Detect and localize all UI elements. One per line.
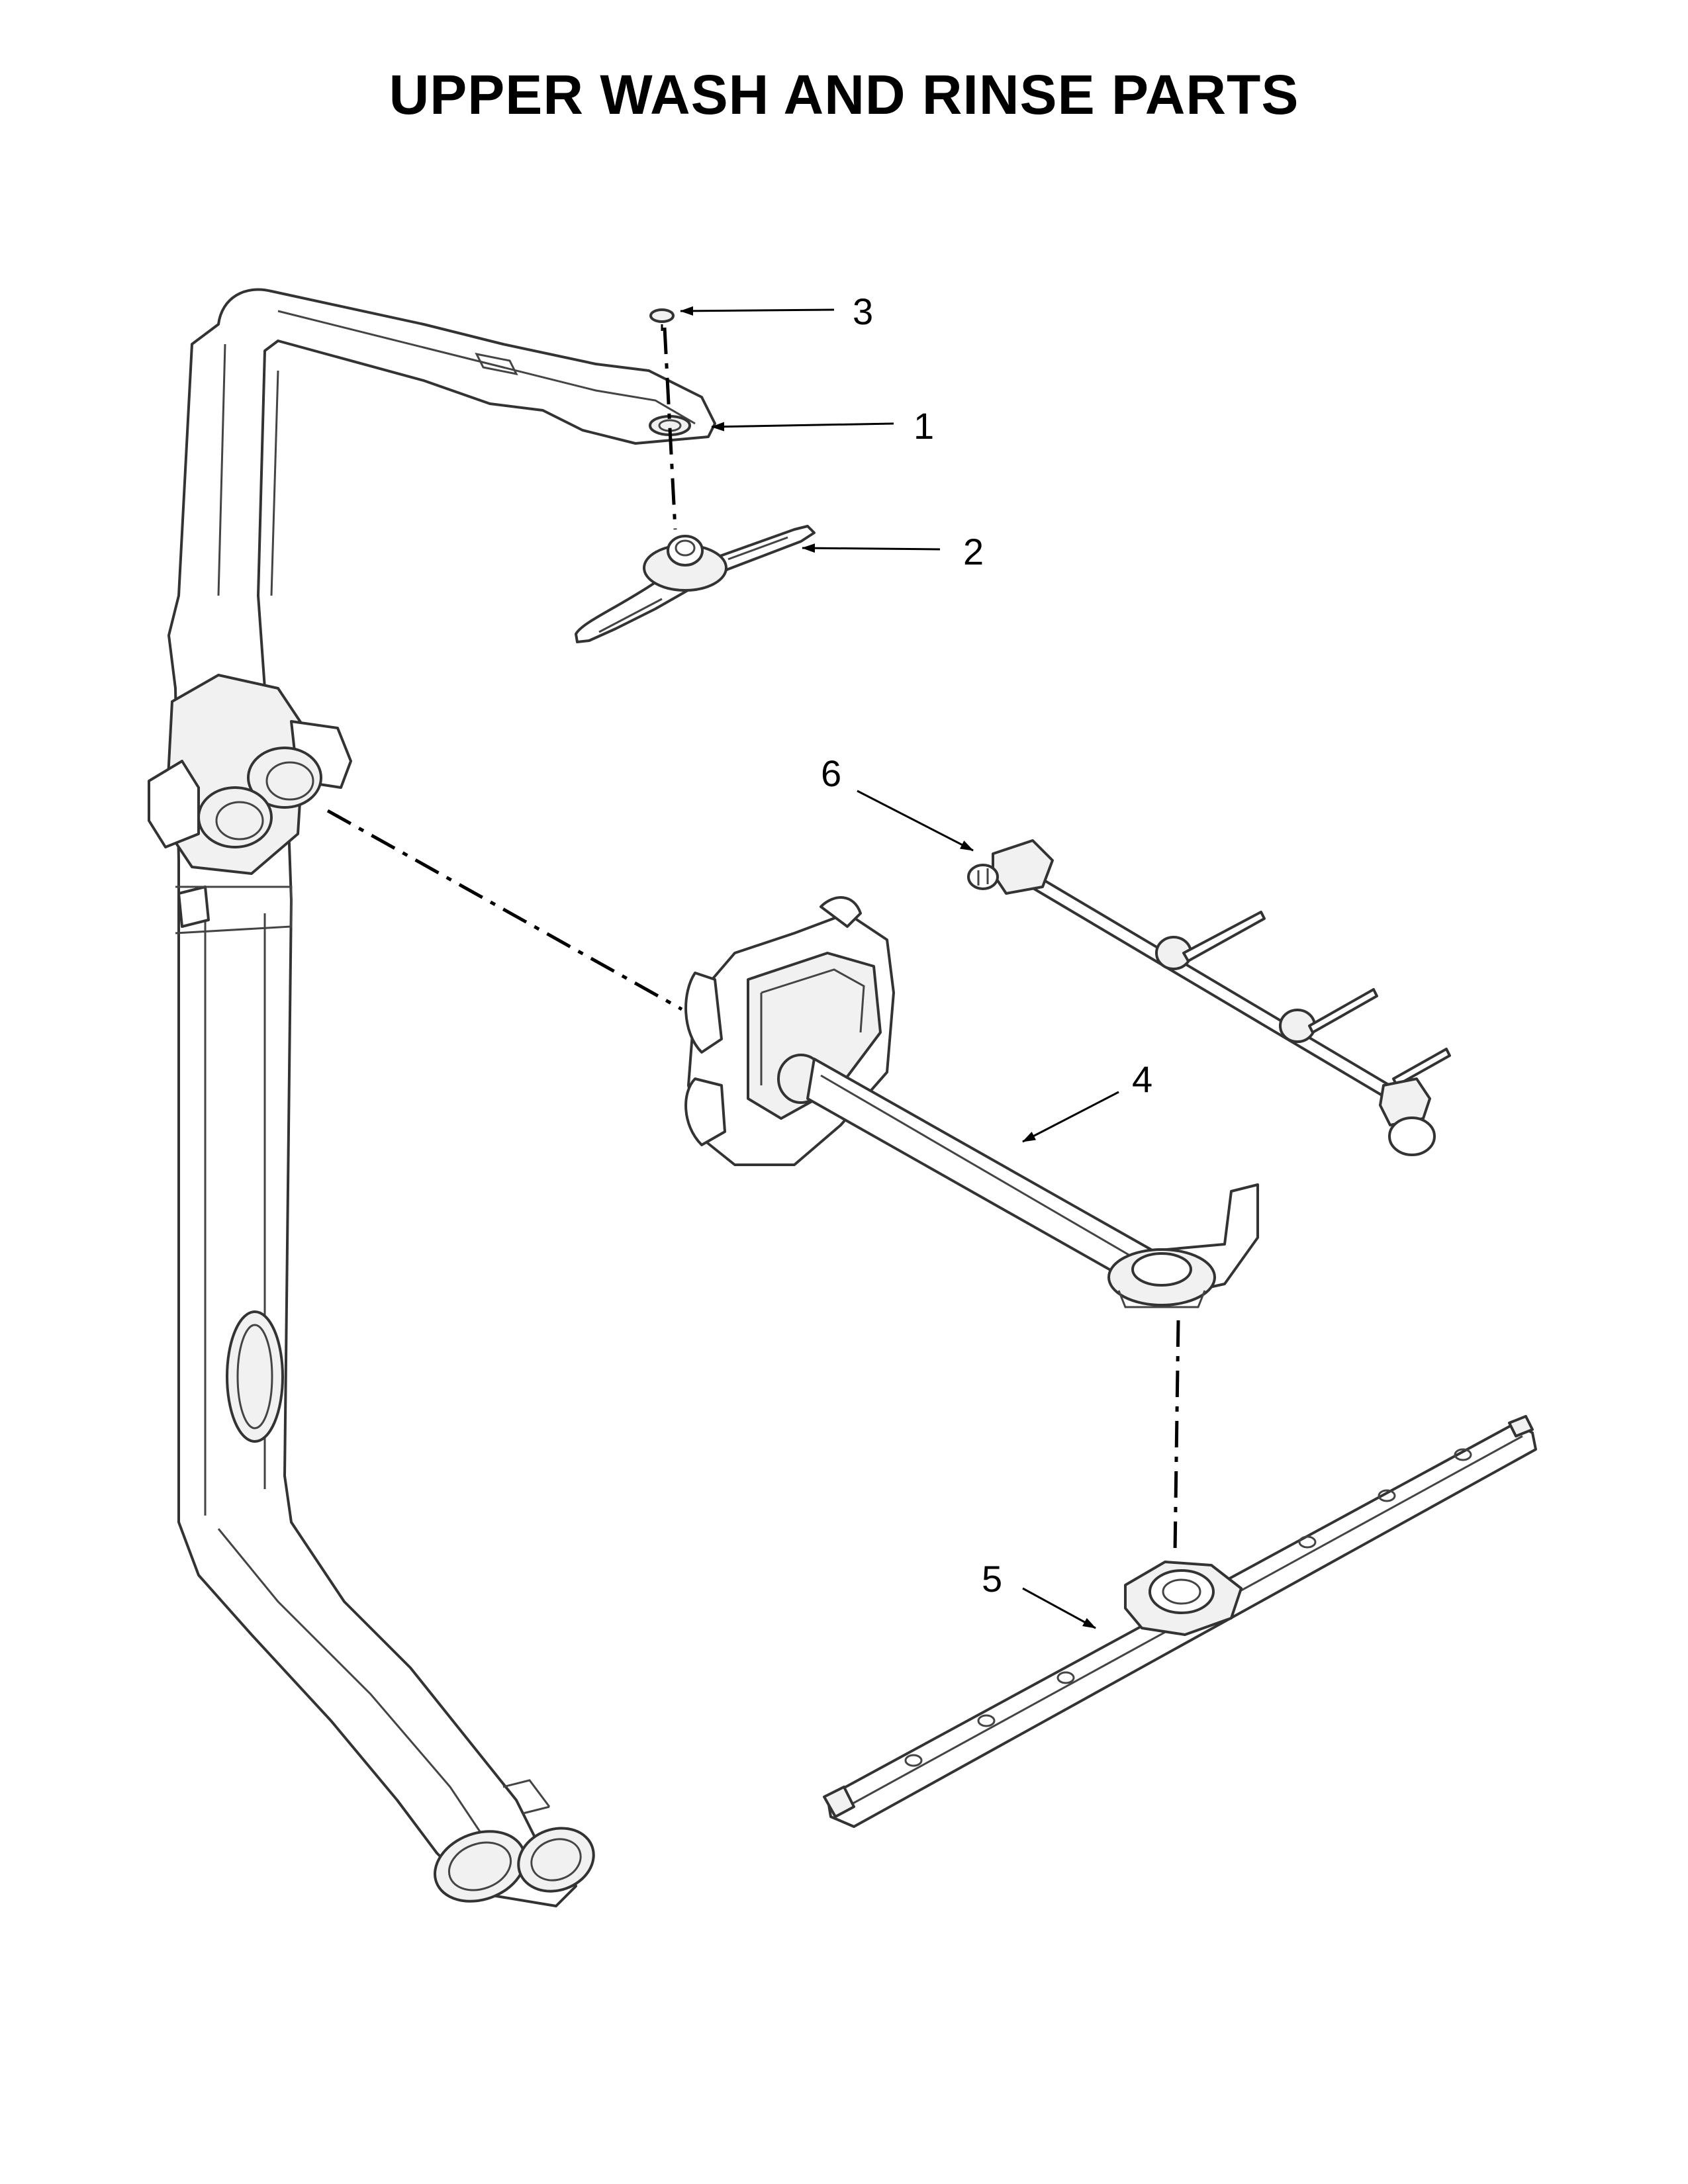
leader-6 (857, 790, 974, 852)
part-3-cap (649, 308, 675, 331)
callout-4: 4 (1132, 1058, 1152, 1100)
callout-6: 6 (821, 752, 841, 794)
leader-3 (680, 306, 835, 316)
callout-3: 3 (853, 291, 873, 332)
part-5-lower-spray-arm (823, 1415, 1537, 1828)
part-4-conduit-manifold (684, 896, 1259, 1308)
axis-line-lower (1173, 1320, 1180, 1553)
callout-2: 2 (963, 531, 984, 572)
upper-wash-tube (148, 288, 716, 1907)
axis-line-manifold (326, 809, 683, 1011)
page-title: UPPER WASH AND RINSE PARTS (389, 64, 1299, 126)
leader-4 (1022, 1091, 1119, 1143)
callout-5: 5 (982, 1558, 1002, 1600)
part-6-supply-tube (967, 839, 1451, 1156)
callout-1: 1 (914, 405, 934, 447)
leader-2 (802, 543, 941, 553)
leader-1 (711, 422, 894, 432)
leader-5 (1022, 1587, 1096, 1629)
part-2-upper-spray-arm (575, 525, 816, 643)
axis-line-upper (663, 327, 677, 530)
